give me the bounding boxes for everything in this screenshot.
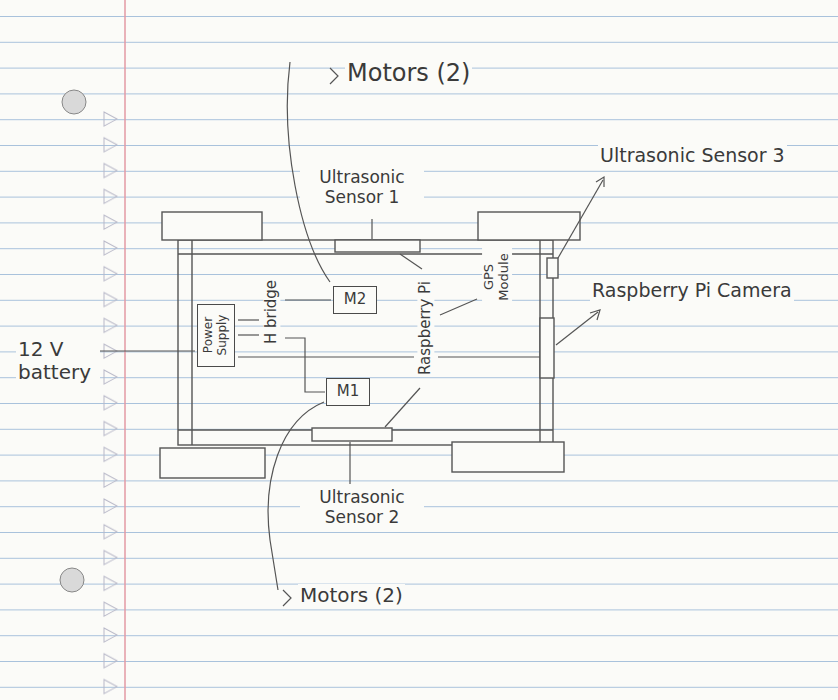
box-text: Power Supply [202, 309, 230, 361]
box-text: M2 [344, 291, 367, 308]
box-content: Power Supply [202, 309, 230, 361]
margin-triangles [98, 105, 122, 700]
ultrasonic-sensor [335, 240, 420, 252]
component-box: M2 [333, 286, 378, 313]
margin-line [124, 0, 126, 700]
leader-chevron [330, 68, 338, 84]
part-label: Raspberry Pi Camera [590, 280, 794, 302]
box-content: M1 [337, 383, 360, 400]
arrow-head [590, 310, 600, 320]
wire [440, 299, 477, 315]
wheel [452, 442, 564, 472]
leader-chevron [283, 590, 291, 606]
binder-hole [62, 90, 86, 114]
wheel [478, 212, 580, 240]
ultrasonic-sensor [547, 258, 558, 278]
leader-line [349, 442, 350, 484]
leader-line [558, 180, 603, 258]
component-box: M1 [326, 378, 371, 405]
leader-line [371, 219, 372, 239]
chassis [160, 212, 580, 478]
part-label: Raspberry Pi [417, 279, 434, 377]
wire [285, 299, 331, 300]
part-label: Motors (2) [298, 584, 405, 607]
leader-line [556, 312, 598, 345]
part-label: Ultrasonic Sensor 3 [598, 145, 787, 167]
part-label: Ultrasonic Sensor 1 [300, 168, 424, 207]
wires [70, 254, 540, 427]
component-box: Power Supply [197, 304, 236, 367]
wire [238, 319, 259, 320]
box-content: M2 [344, 291, 367, 308]
ultrasonic-sensor [312, 428, 392, 441]
wheel [160, 448, 265, 478]
part-label: GPS Module [482, 246, 512, 308]
wire [285, 338, 325, 392]
chassis-frame [178, 240, 553, 445]
wire [238, 356, 414, 357]
wire [238, 334, 259, 335]
box-text: M1 [337, 383, 360, 400]
wire [400, 254, 422, 269]
binder-hole [60, 568, 84, 592]
wire [438, 356, 540, 357]
part-label: Motors (2) [345, 60, 472, 88]
chassis-rail [191, 240, 192, 445]
part-label: H bridge [263, 278, 280, 346]
wire [385, 388, 420, 427]
leaders [268, 62, 604, 606]
part-label: 12 V battery [16, 338, 100, 384]
wheel [162, 212, 262, 240]
camera-module [540, 318, 554, 378]
part-label: Ultrasonic Sensor 2 [300, 488, 424, 527]
arrow-head [596, 177, 604, 187]
